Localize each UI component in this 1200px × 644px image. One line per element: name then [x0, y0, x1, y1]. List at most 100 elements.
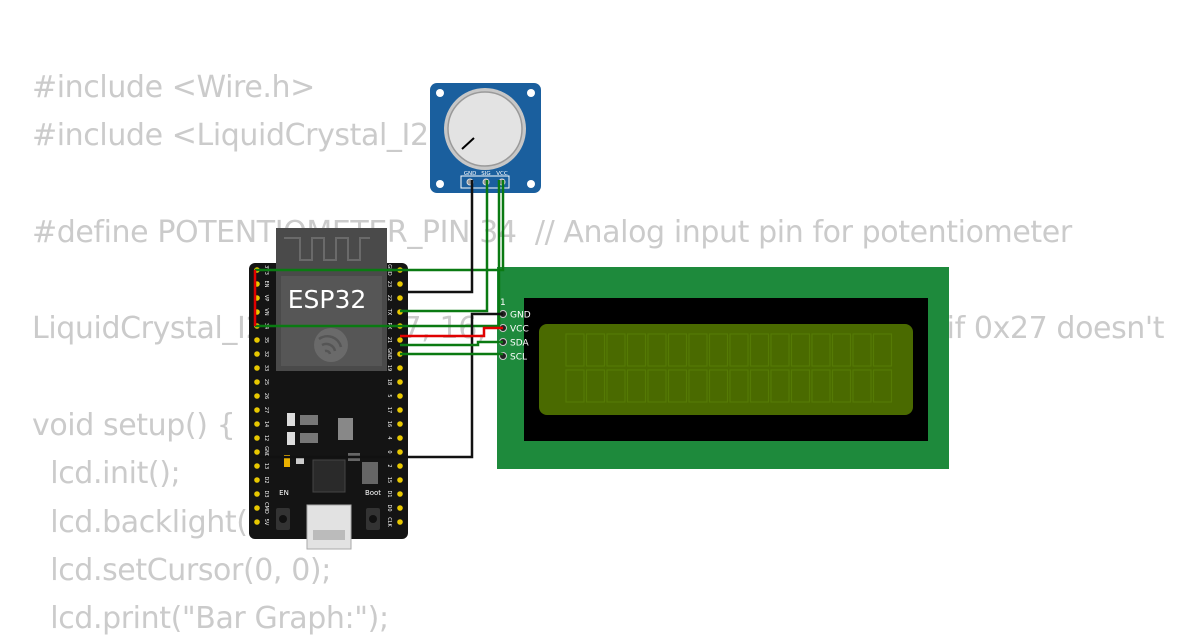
esp32-pin[interactable] [397, 449, 403, 455]
esp32-pin[interactable] [254, 505, 260, 511]
potentiometer-knob[interactable] [447, 91, 523, 167]
esp32-pin[interactable] [397, 477, 403, 483]
esp32-pin-label: 19 [386, 365, 392, 371]
esp32-pin[interactable] [254, 337, 260, 343]
wire-lcd-gnd[interactable] [258, 312, 503, 459]
esp32-label: ESP32 [288, 285, 367, 314]
esp32-pin[interactable] [254, 435, 260, 441]
esp32-pin[interactable] [254, 449, 260, 455]
antenna-trace [284, 237, 370, 261]
lcd-character-cell [708, 333, 729, 367]
esp32-pin[interactable] [397, 337, 403, 343]
boot-label: Boot [365, 489, 381, 497]
wire-pot-gnd[interactable] [400, 180, 474, 294]
wire-pot-sig[interactable] [400, 180, 489, 313]
esp32-pin[interactable] [397, 379, 403, 385]
smd-component [300, 433, 318, 443]
esp32-pin-label: 23 [386, 281, 392, 287]
esp32-pin[interactable] [397, 393, 403, 399]
code-line: #include <Wire.h> [32, 70, 315, 105]
esp32-pin[interactable] [254, 393, 260, 399]
lcd-character-cell [565, 333, 585, 367]
esp32-pin[interactable] [397, 463, 403, 469]
esp32-pin[interactable] [254, 519, 260, 525]
smd-component [300, 415, 318, 425]
lcd-character-cell [667, 333, 688, 367]
esp32-pin-label: 12 [263, 435, 269, 441]
lcd-character-cell [790, 333, 811, 367]
lcd-character-cell [811, 369, 831, 403]
esp32-pin[interactable] [254, 351, 260, 357]
esp32-pin[interactable] [397, 281, 403, 287]
esp32-pin-label: GND [263, 446, 269, 458]
lcd-character-cell [585, 369, 606, 403]
lcd-character-cell [831, 369, 852, 403]
en-button-cap [279, 515, 287, 523]
voltage-regulator [338, 418, 353, 440]
smd-component [287, 432, 295, 445]
lcd-character-cell [565, 369, 585, 403]
esp32-pin-label: VN [263, 308, 269, 315]
esp32-pin-label: 21 [386, 337, 392, 343]
lcd-character-cell [647, 369, 667, 403]
wire-lcd-sda[interactable] [400, 340, 503, 347]
esp32-pin[interactable] [254, 463, 260, 469]
esp32-pin-label: 25 [263, 379, 269, 385]
lcd-character-cell [606, 369, 626, 403]
esp32-board[interactable]: ESP32 EN Boot 3V3ENVPVN34353233252627141… [249, 228, 408, 550]
esp32-pin[interactable] [397, 407, 403, 413]
esp32-pin-label: 5 [386, 394, 392, 397]
esp32-pin[interactable] [397, 505, 403, 511]
lcd-character-cell [872, 369, 893, 403]
esp32-pin-label: D1 [386, 490, 392, 497]
esp32-pin-label: 27 [263, 407, 269, 413]
esp32-pin-label: CLK [386, 517, 392, 527]
esp32-pin[interactable] [254, 421, 260, 427]
esp32-pin[interactable] [397, 365, 403, 371]
lcd-character-cell [688, 333, 708, 367]
lcd-character-cells [565, 333, 893, 403]
lcd-character-cell [626, 369, 647, 403]
lcd-character-cell [852, 369, 872, 403]
lcd-character-cell [770, 333, 790, 367]
esp32-pin-label: 33 [263, 365, 269, 371]
lcd-character-cell [831, 333, 852, 367]
esp32-pin[interactable] [254, 477, 260, 483]
esp32-pin-label: D0 [386, 504, 392, 511]
esp32-pin[interactable] [397, 295, 403, 301]
lcd-character-cell [872, 333, 893, 367]
wire-lcd-vcc[interactable] [400, 326, 503, 338]
lcd-character-cell [770, 369, 790, 403]
potentiometer-pin-label: GND [464, 171, 477, 177]
wire-pot-vcc-alt[interactable] [255, 180, 501, 328]
esp32-pin[interactable] [397, 435, 403, 441]
esp32-pin-label: TX [386, 308, 392, 316]
lcd-character-cell [667, 369, 688, 403]
potentiometer-pin-label: VCC [496, 171, 508, 177]
esp32-pin[interactable] [254, 491, 260, 497]
lcd-character-cell [749, 369, 770, 403]
usb-port-opening [313, 530, 345, 540]
boot-button-cap [369, 515, 377, 523]
esp32-pin-label: 35 [263, 337, 269, 343]
mounting-hole [527, 180, 535, 188]
esp32-pin[interactable] [397, 421, 403, 427]
wire-pot-vcc[interactable] [255, 180, 505, 272]
esp32-pin[interactable] [397, 519, 403, 525]
lcd-pin1-label: 1 [500, 298, 506, 308]
esp32-pin-label: D3 [263, 490, 269, 497]
lcd-character-cell [606, 333, 626, 367]
lcd-character-cell [790, 369, 811, 403]
esp32-pin[interactable] [254, 407, 260, 413]
esp32-pin[interactable] [254, 379, 260, 385]
code-line: lcd.init(); [32, 456, 181, 492]
esp32-pin[interactable] [397, 491, 403, 497]
esp32-pin-label: VP [263, 295, 269, 301]
esp32-pin-label: 4 [386, 436, 392, 439]
esp32-pin-label: D2 [263, 476, 269, 483]
esp32-pin-label: 32 [263, 351, 269, 357]
esp32-pin[interactable] [254, 365, 260, 371]
espressif-logo-icon [314, 328, 348, 362]
